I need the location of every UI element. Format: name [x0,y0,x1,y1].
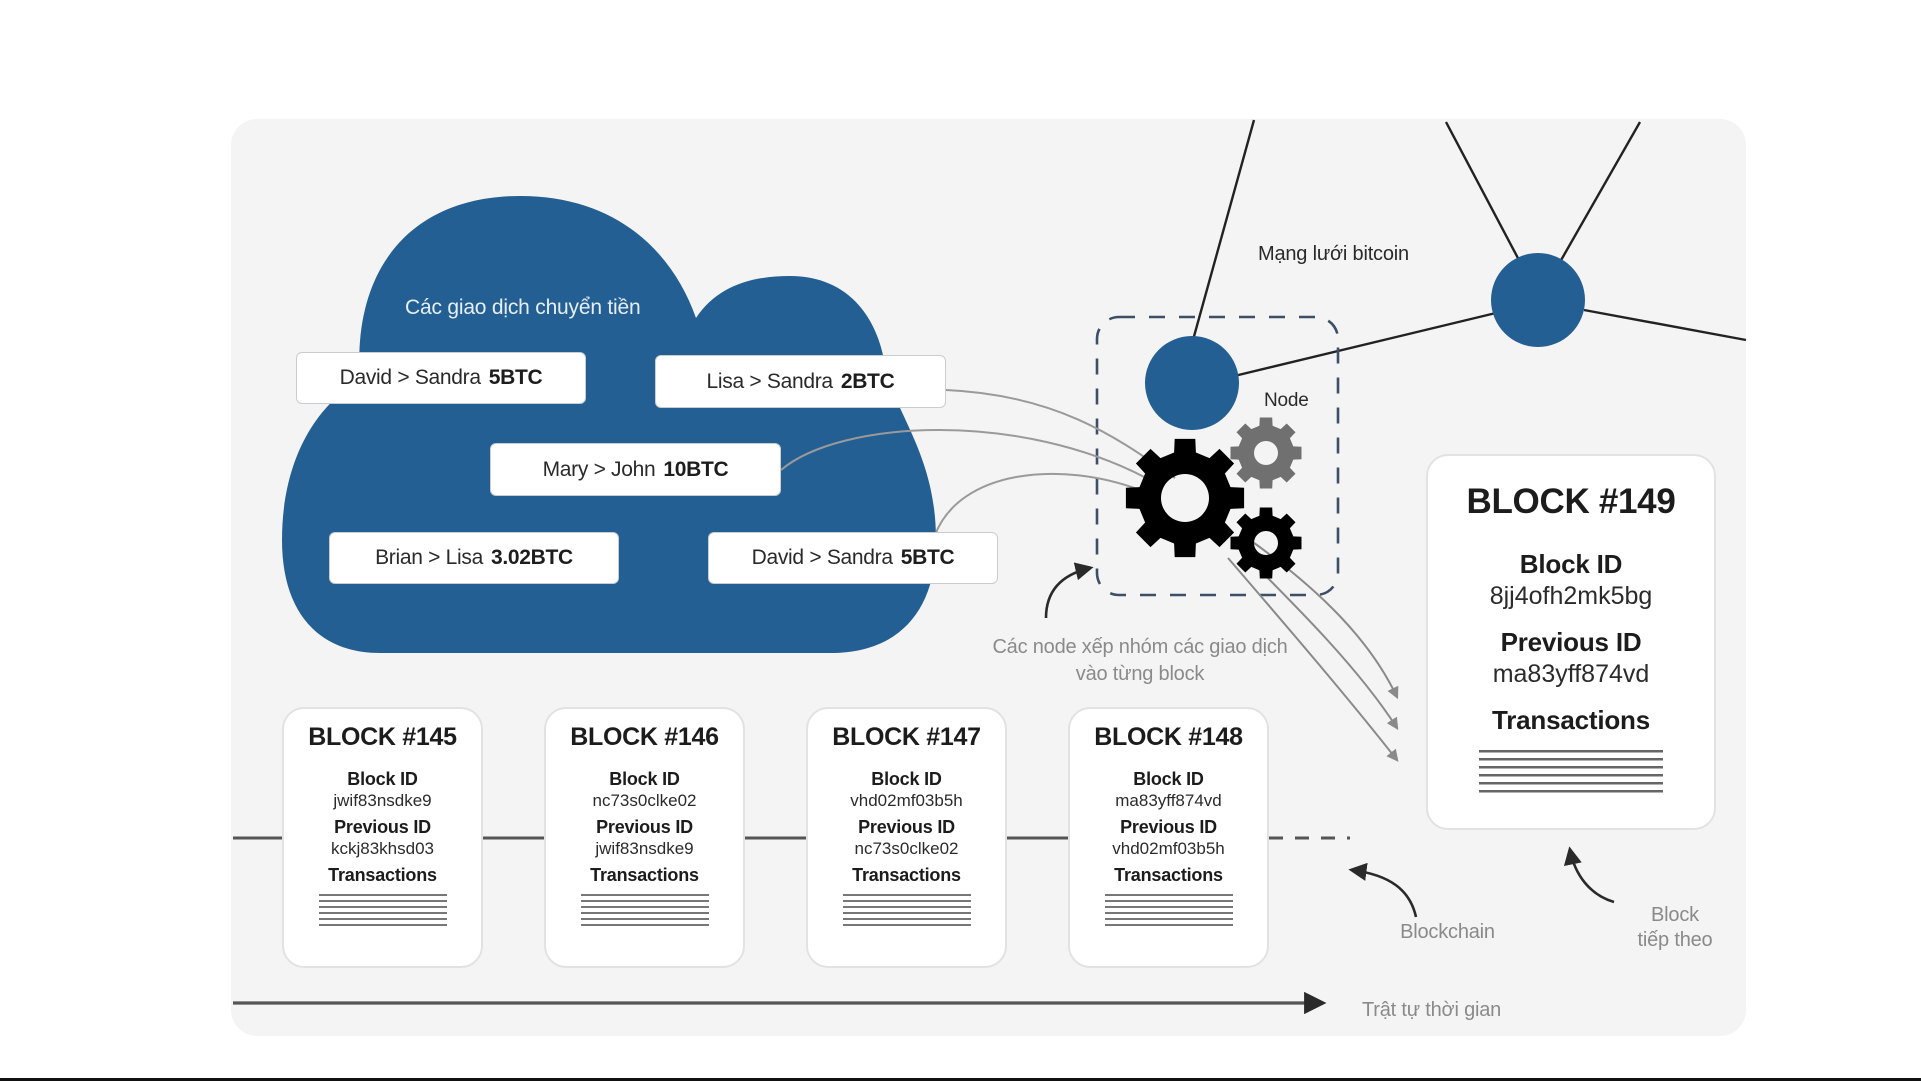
next-block-label-arrow [1563,846,1615,904]
next-block-card: BLOCK #149 Block ID 8jj4ofh2mk5bg Previo… [1426,454,1716,830]
previous-id-label: Previous ID [334,817,431,837]
network-link [1558,121,1642,263]
block-title: BLOCK #149 [1466,482,1676,521]
block-card: BLOCK #148 Block ID ma83yff874vd Previou… [1068,707,1269,968]
block-title: BLOCK #147 [832,723,981,751]
network-link [1444,121,1522,263]
block-title: BLOCK #145 [308,723,457,751]
transaction-amount: 3.02BTC [490,546,573,569]
block-id-label: Block ID [871,769,942,789]
transaction-box: Mary > John 10BTC [490,443,781,496]
previous-id-value: ma83yff874vd [1492,660,1650,688]
time-order-label: Trật tự thời gian [1362,999,1502,1021]
transaction-parties: David > Sandra [339,366,481,389]
blockchain-label-arrow [1348,862,1418,918]
block-id-value: jwif83nsdke9 [333,791,432,810]
block-id-value: 8jj4ofh2mk5bg [1489,582,1653,610]
node-caption-line: vào từng block [1075,663,1205,685]
transaction-amount: 5BTC [488,366,543,389]
transaction-parties: Mary > John [542,457,656,481]
transaction-amount: 10BTC [663,457,729,481]
gear-icon-large [1125,438,1245,558]
transactions-label: Transactions [1492,705,1650,735]
transactions-label: Transactions [1114,865,1223,885]
previous-id-label: Previous ID [858,817,955,837]
previous-id-value: kckj83khsd03 [330,839,434,858]
block-title: BLOCK #148 [1094,723,1243,751]
node-label: Node [1264,390,1309,411]
flow-line [780,429,1151,481]
block-id-label: Block ID [1519,549,1623,579]
previous-id-label: Previous ID [1120,817,1217,837]
bottom-border [0,1078,1921,1081]
node-annotation-arrow [1044,562,1094,619]
transactions-label: Transactions [590,865,699,885]
network-links [1191,119,1747,380]
flow-arrow [1227,557,1399,762]
transaction-amount: 5BTC [900,546,955,569]
flow-line [934,472,1141,536]
block-id-value: nc73s0clke02 [592,791,697,810]
transaction-parties: David > Sandra [751,546,893,569]
transaction-parties: Brian > Lisa [375,546,483,569]
cloud-title: Các giao dịch chuyển tiền [405,296,641,319]
network-link [1225,310,1501,380]
block-card: BLOCK #146 Block ID nc73s0clke02 Previou… [544,707,745,968]
node-caption: Các node xếp nhóm các giao dịch vào từng… [940,634,1340,688]
transactions-lines [1479,750,1663,796]
previous-id-value: nc73s0clke02 [854,839,959,858]
transactions-lines [842,894,971,928]
gear-icon-small [1230,507,1302,579]
transaction-box: Brian > Lisa 3.02BTC [329,532,619,584]
node-caption-line: Các node xếp nhóm các giao dịch [992,636,1288,658]
next-block-label: Block tiếp theo [1610,903,1740,953]
transaction-box: David > Sandra 5BTC [296,352,586,404]
transaction-amount: 2BTC [840,369,895,393]
previous-id-label: Previous ID [596,817,693,837]
network-label: Mạng lưới bitcoin [1258,243,1409,265]
transactions-lines [318,894,447,928]
previous-id-value: vhd02mf03b5h [1112,839,1225,858]
previous-id-value: jwif83nsdke9 [595,839,694,858]
network-link [1583,308,1747,342]
blockchain-label: Blockchain [1400,921,1495,943]
block-id-label: Block ID [1133,769,1204,789]
block-card: BLOCK #147 Block ID vhd02mf03b5h Previou… [806,707,1007,968]
transaction-box: Lisa > Sandra 2BTC [655,355,946,408]
transactions-label: Transactions [328,865,437,885]
block-id-value: ma83yff874vd [1115,791,1222,810]
block-id-label: Block ID [347,769,418,789]
gear-icon-secondary [1230,417,1302,489]
transactions-lines [580,894,709,928]
transactions-lines [1104,894,1233,928]
block-card: BLOCK #145 Block ID jwif83nsdke9 Previou… [282,707,483,968]
block-id-value: vhd02mf03b5h [850,791,963,810]
node-circle-peer [1491,253,1585,347]
next-block-label-line: Block [1651,904,1699,926]
transaction-parties: Lisa > Sandra [706,369,834,393]
transactions-label: Transactions [852,865,961,885]
network-link [1191,119,1256,341]
next-block-label-line: tiếp theo [1637,929,1713,951]
block-id-label: Block ID [609,769,680,789]
node-circle-local [1145,336,1239,430]
previous-id-label: Previous ID [1500,627,1642,657]
transaction-box: David > Sandra 5BTC [708,532,998,584]
block-title: BLOCK #146 [570,723,719,751]
transactions-cloud [282,196,936,653]
